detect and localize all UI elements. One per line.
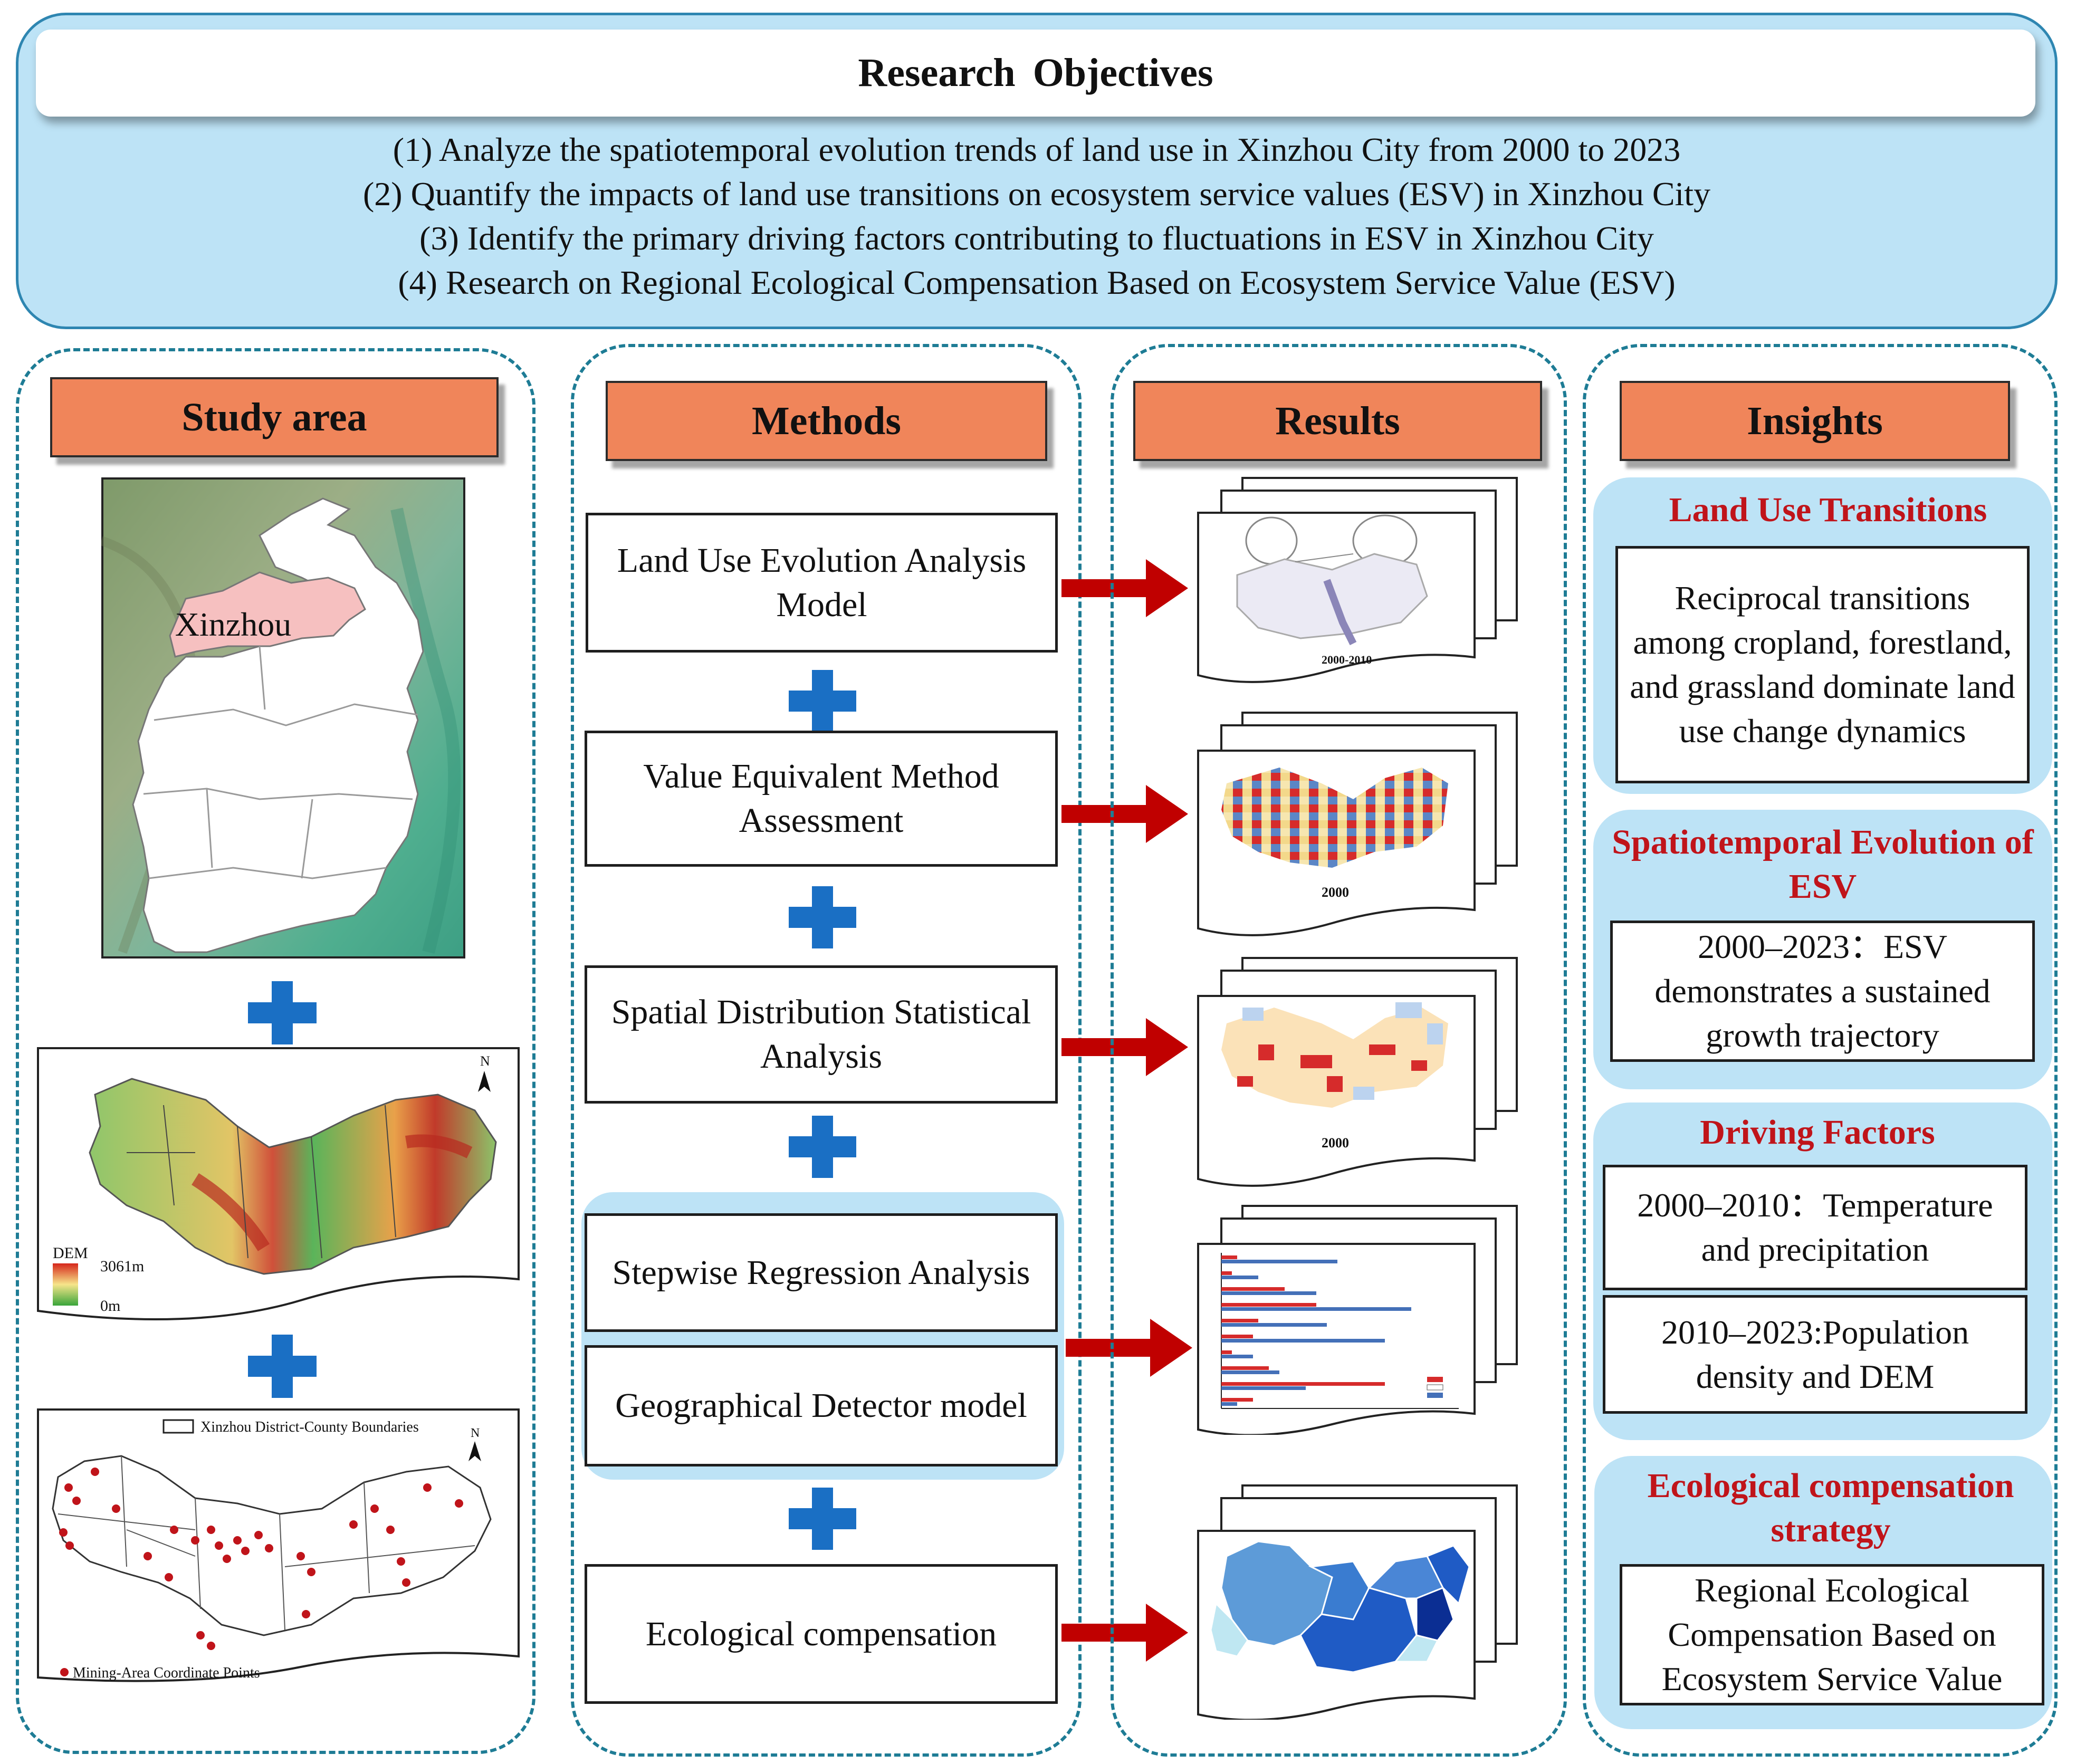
driving-factors-bar-chart-thumbnail: [1197, 1205, 1518, 1435]
objectives-title: Research Objectives: [36, 30, 2035, 117]
insight-box: 2000–2023：ESV demonstrates a sustained g…: [1610, 921, 2035, 1062]
dem-min-label: 0m: [100, 1297, 120, 1315]
dem-max-label: 3061m: [100, 1258, 144, 1275]
objective-item: (4) Research on Regional Ecological Comp…: [398, 264, 1676, 301]
insight-box: Regional Ecological Compensation Based o…: [1620, 1564, 2044, 1705]
boundary-legend-label: Xinzhou District-County Boundaries: [200, 1419, 419, 1435]
arrow-right-icon: [1061, 1018, 1188, 1076]
mining-point-legend-icon: [60, 1668, 69, 1676]
mining-points-legend-label: Mining-Area Coordinate Points: [73, 1665, 260, 1681]
boundary-legend-swatch: [162, 1419, 194, 1434]
result-caption: 2000: [1322, 1135, 1349, 1151]
land-use-evolution-box: Land Use Evolution Analysis Model: [586, 513, 1058, 653]
arrow-right-icon: [1061, 1604, 1188, 1662]
study-area-header: Study area: [50, 377, 499, 457]
land-use-result-thumbnail: 2000-2010: [1197, 477, 1518, 683]
stepwise-regression-box: Stepwise Regression Analysis: [585, 1213, 1058, 1332]
shanxi-map: Xinzhou: [101, 477, 465, 958]
hotspot-result-thumbnail: 2000: [1197, 957, 1518, 1187]
insight-title: Land Use Transitions: [1669, 491, 1987, 529]
insights-column: [1583, 344, 2058, 1757]
plus-icon: [789, 670, 856, 732]
study-area-column: [16, 348, 535, 1754]
insight-box: 2010–2023:Population density and DEM: [1603, 1295, 2027, 1414]
methods-header: Methods: [606, 381, 1047, 461]
north-label: N: [471, 1426, 480, 1440]
value-equivalent-box: Value Equivalent Method Assessment: [585, 731, 1058, 867]
insight-title: Spatiotemporal Evolution of ESV: [1612, 823, 2034, 906]
results-header: Results: [1133, 381, 1542, 461]
insights-header: Insights: [1620, 381, 2010, 461]
plus-icon: [248, 981, 317, 1044]
arrow-right-icon: [1066, 1319, 1192, 1377]
plus-icon: [789, 886, 856, 948]
result-caption: 2000: [1322, 885, 1349, 900]
insight-box: 2000–2010：Temperature and precipitation: [1603, 1165, 2027, 1290]
objective-item: (1) Analyze the spatiotemporal evolution…: [393, 131, 1681, 168]
objective-item: (3) Identify the primary driving factors…: [419, 219, 1654, 257]
spatial-distribution-box: Spatial Distribution Statistical Analysi…: [585, 965, 1058, 1104]
plus-icon: [789, 1116, 856, 1178]
ecological-compensation-box: Ecological compensation: [585, 1564, 1058, 1704]
plus-icon: [248, 1335, 317, 1398]
objectives-list: (1) Analyze the spatiotemporal evolution…: [32, 128, 2042, 305]
north-arrow-icon: [468, 1441, 481, 1461]
north-arrow-icon: [478, 1071, 491, 1092]
dem-legend-title: DEM: [53, 1244, 88, 1262]
geographical-detector-box: Geographical Detector model: [585, 1345, 1058, 1466]
compensation-map-thumbnail: [1197, 1484, 1518, 1720]
result-caption: 2000-2010: [1322, 653, 1372, 666]
results-column: [1111, 344, 1567, 1757]
xinzhou-label: Xinzhou: [175, 606, 291, 643]
insight-title: Ecological compensation strategy: [1647, 1466, 2014, 1549]
arrow-right-icon: [1061, 559, 1188, 617]
plus-icon: [789, 1488, 856, 1550]
insight-box: Reciprocal transitions among cropland, f…: [1615, 546, 2030, 783]
north-label: N: [480, 1053, 490, 1069]
insight-title: Driving Factors: [1700, 1113, 1935, 1152]
mining-points-map: Xinzhou District-County Boundaries N Min…: [37, 1408, 520, 1682]
arrow-right-icon: [1061, 785, 1188, 843]
dem-map: DEM 3061m 0m N: [37, 1047, 520, 1320]
esv-grid-result-thumbnail: 2000: [1197, 712, 1518, 936]
objective-item: (2) Quantify the impacts of land use tra…: [362, 175, 1711, 213]
